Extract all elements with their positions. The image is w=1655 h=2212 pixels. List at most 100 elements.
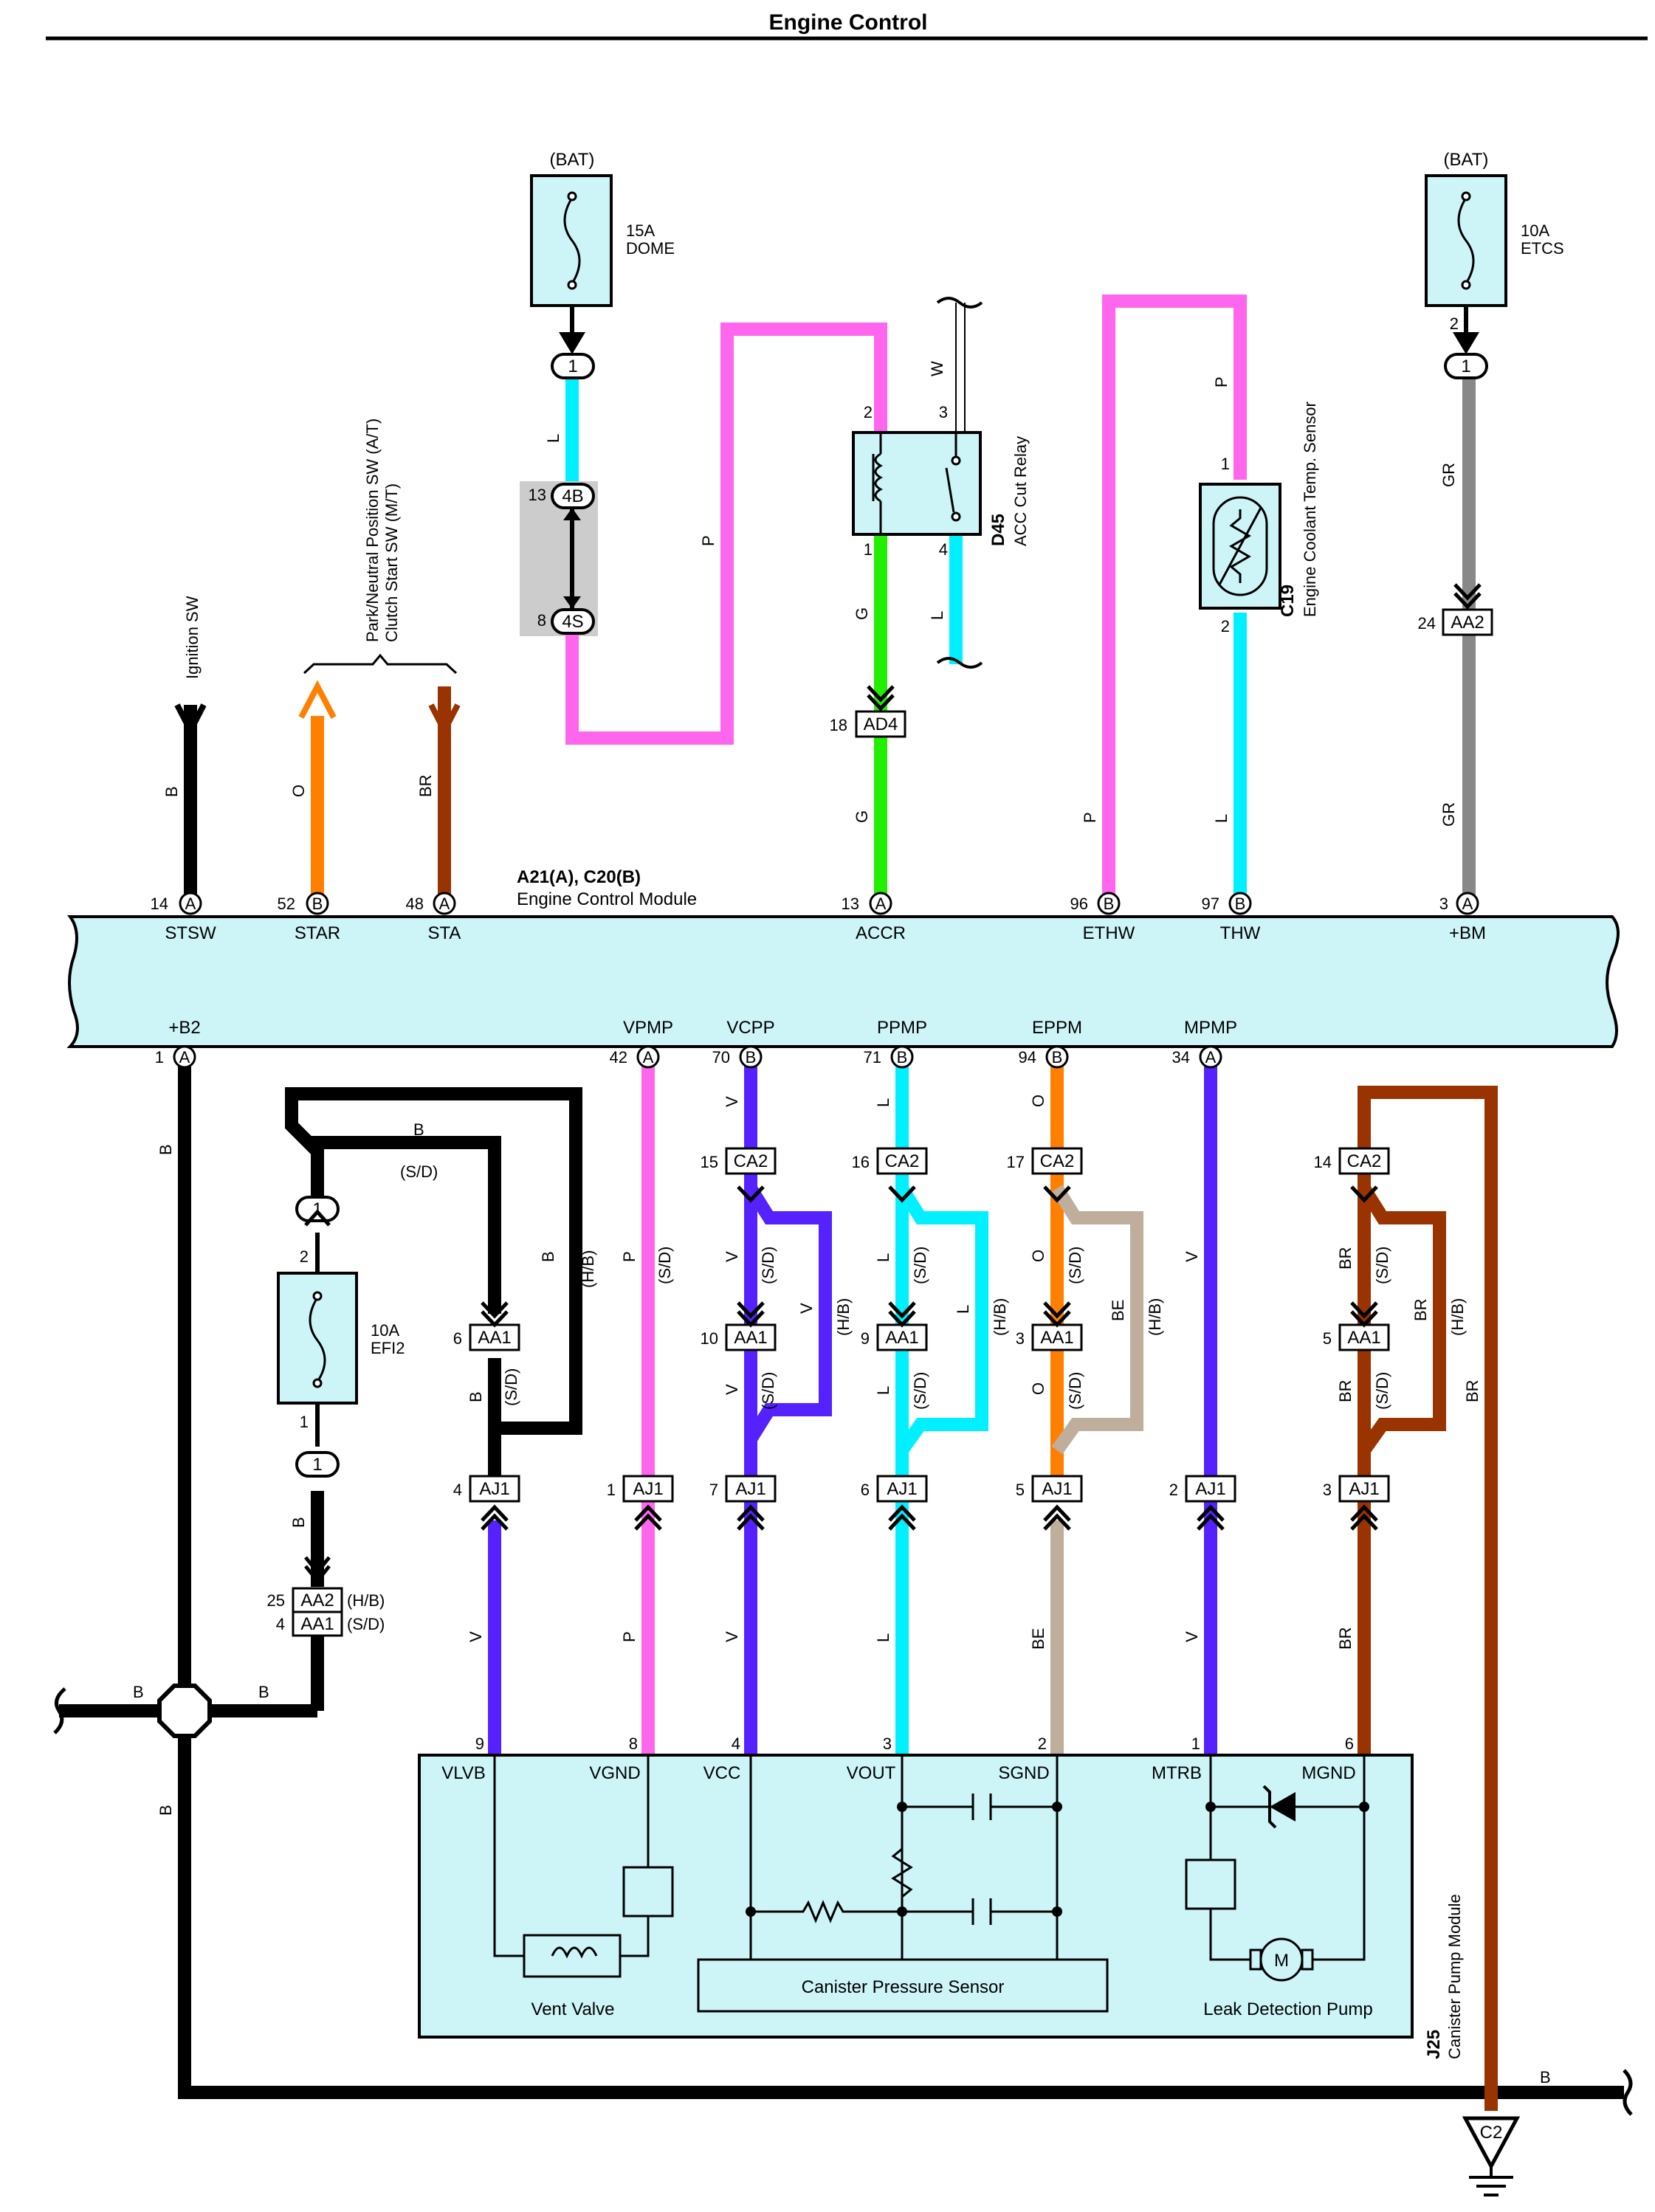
- connector-efi2-top: 1: [295, 1196, 340, 1222]
- connector-aa2-efi2: AA2: [292, 1587, 343, 1613]
- fuse-dome-amp: 15A: [626, 221, 655, 240]
- fuse-etcs: [1425, 174, 1507, 354]
- ecm-pin-b2: A: [173, 1045, 196, 1069]
- fuse-etcs-name: ETCS: [1521, 239, 1564, 258]
- label-hb-eppm: (H/B): [1146, 1298, 1164, 1336]
- ecm-pin-thw: B: [1228, 892, 1252, 915]
- wire-code-label: B: [258, 1683, 269, 1701]
- module-code: J25: [1424, 2030, 1444, 2059]
- wire-vcpp-hb: [745, 1185, 832, 1443]
- connector-ca2-vcpp: CA2: [725, 1147, 777, 1175]
- svg-text:AJ1: AJ1: [479, 1479, 509, 1499]
- svg-text:B: B: [746, 1048, 757, 1067]
- label-sd-mgnd-top: (S/D): [1373, 1247, 1391, 1284]
- wire-mgnd-hb: [1358, 1185, 1446, 1455]
- pin-name-ethw: ETHW: [1083, 923, 1135, 943]
- wire-code-label: GR: [1439, 463, 1458, 487]
- break-mark-bottom: [936, 657, 983, 669]
- relay-code: D45: [988, 514, 1008, 546]
- svg-text:AJ1: AJ1: [1195, 1479, 1225, 1499]
- label-sd-eppm-bottom: (S/D): [1066, 1372, 1084, 1410]
- pin-aa1-10: 10: [701, 1329, 718, 1348]
- pin-num-sta: 48: [406, 895, 424, 913]
- connector-4b: 4B: [551, 483, 595, 509]
- wire-code-label: L: [874, 1386, 892, 1395]
- sensor-code: C19: [1278, 585, 1298, 617]
- wire-sd-loop: [311, 1136, 501, 1314]
- wire-code-label: BE: [1109, 1300, 1127, 1321]
- break-right: [1623, 2069, 1633, 2116]
- wire-code-label: B: [133, 1683, 144, 1701]
- wire-code-label: V: [1183, 1631, 1201, 1642]
- break-left: [53, 1687, 66, 1734]
- svg-text:AA1: AA1: [734, 1328, 767, 1348]
- wire-code-label: B: [413, 1120, 424, 1139]
- connector-aj1-vout: AJ1: [876, 1475, 928, 1503]
- wire-code-label: V: [723, 1251, 741, 1262]
- svg-text:AA1: AA1: [1040, 1328, 1073, 1348]
- ecm-pin-bm: A: [1456, 892, 1479, 915]
- pin-num-eppm: 94: [1019, 1048, 1036, 1067]
- wire-code-label: L: [874, 1098, 892, 1107]
- connector-dome-1: 1: [551, 353, 595, 379]
- svg-text:4B: 4B: [562, 486, 583, 506]
- svg-text:AA2: AA2: [300, 1591, 334, 1610]
- svg-text:CA2: CA2: [885, 1151, 920, 1171]
- wire-code-label: O: [1029, 1382, 1047, 1395]
- pin-name-eppm: EPPM: [1032, 1018, 1082, 1038]
- svg-text:4S: 4S: [562, 612, 583, 632]
- connector-aa1-efi2: AA1: [292, 1610, 343, 1637]
- connector-aa2-top: AA2: [1442, 608, 1493, 636]
- wire-code-label: B: [289, 1517, 308, 1528]
- pin-splice-13: 13: [529, 486, 546, 504]
- switch-bracket: [303, 653, 458, 675]
- svg-text:A: A: [179, 1048, 190, 1067]
- pin-aj1-5: 5: [1016, 1481, 1025, 1499]
- mod-pin-name-vout: VOUT: [847, 1763, 896, 1783]
- pin-aj1-3: 3: [1323, 1481, 1332, 1499]
- ecm-name: Engine Control Module: [517, 889, 697, 909]
- ecm-pin-vpmp: A: [636, 1045, 660, 1069]
- wire-code-label: V: [723, 1384, 741, 1395]
- pin-aa1-5: 5: [1323, 1329, 1332, 1348]
- svg-text:CA2: CA2: [734, 1151, 768, 1171]
- svg-text:AJ1: AJ1: [1042, 1479, 1072, 1499]
- label-sd-vcpp-bottom: (S/D): [759, 1372, 777, 1410]
- svg-text:C2: C2: [1480, 2123, 1503, 2143]
- wire-code-label: V: [723, 1096, 741, 1107]
- diagram-title: Engine Control: [769, 10, 928, 35]
- wire-code-label: BR: [416, 774, 435, 797]
- ecm-pin-vcpp: B: [739, 1045, 763, 1069]
- wire-code-label: P: [699, 535, 718, 546]
- pin-efi2-2: 2: [300, 1247, 309, 1266]
- bat-label-etcs: (BAT): [1444, 150, 1489, 170]
- pin-efi2-1: 1: [300, 1413, 309, 1431]
- mod-pin-name-vgnd: VGND: [589, 1763, 640, 1783]
- pin-num-b2: 1: [155, 1048, 164, 1067]
- svg-text:B: B: [312, 895, 323, 913]
- vent-valve-label: Vent Valve: [531, 1999, 615, 2019]
- wire-code-label: V: [797, 1303, 816, 1314]
- svg-text:A: A: [185, 895, 196, 913]
- arrow-star: [298, 680, 337, 719]
- ecm-code: A21(A), C20(B): [517, 867, 641, 887]
- pin-aj1-4: 4: [453, 1481, 462, 1499]
- pin-name-bm: +BM: [1449, 923, 1486, 943]
- pin-ca2-16: 16: [852, 1153, 870, 1171]
- fuse-efi2-name: EFI2: [371, 1339, 405, 1357]
- wire-code-label: P: [620, 1251, 639, 1262]
- ecm-pin-ethw: B: [1097, 892, 1121, 915]
- wire-code-label: W: [928, 361, 946, 376]
- junction-point: [157, 1684, 212, 1738]
- splice-arrow-up: [563, 508, 581, 520]
- pressure-sensor-label: Canister Pressure Sensor: [802, 1977, 1005, 1997]
- svg-text:A: A: [439, 895, 450, 913]
- arrow-ignition-sw: [174, 703, 207, 737]
- pin-name-mpmp: MPMP: [1184, 1018, 1237, 1038]
- svg-text:CA2: CA2: [1347, 1151, 1382, 1171]
- ecm-pin-ppmp: B: [890, 1045, 914, 1069]
- svg-text:1: 1: [568, 356, 577, 376]
- label-hb-mgnd: (H/B): [1448, 1298, 1467, 1336]
- fuse-efi2: [277, 1233, 358, 1447]
